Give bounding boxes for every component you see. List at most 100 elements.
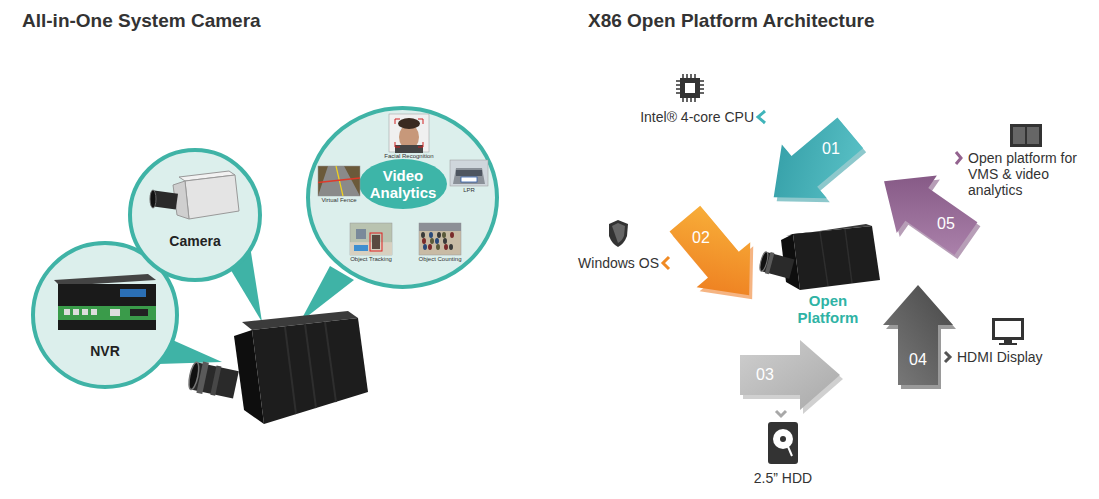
camera-circle-shape	[127, 147, 263, 283]
drawing-part	[398, 118, 420, 129]
drawing-part	[130, 150, 260, 280]
thumbnail-caption: Object Counting	[418, 256, 461, 263]
block-arrow: 03	[733, 318, 848, 433]
drawing-part	[58, 306, 156, 320]
drawing-part	[450, 160, 488, 186]
drawing-part	[883, 285, 953, 385]
drawing-part	[359, 159, 447, 209]
block-arrow: 02	[660, 200, 775, 315]
heading: All-in-One System Camera	[22, 10, 261, 32]
drawing-part	[751, 106, 873, 224]
drawing-part	[91, 309, 97, 315]
drawing-part	[187, 359, 240, 400]
block-arrow-shape	[868, 153, 983, 268]
drawing-part	[372, 235, 380, 249]
drawing-part	[992, 318, 1024, 340]
analytics-thumbnail: Object Counting	[415, 223, 465, 265]
feature-label: HDMI Display	[957, 349, 1043, 365]
drawing-part	[663, 257, 669, 269]
shield-icon	[609, 220, 628, 247]
drawing-part	[395, 145, 423, 153]
drawing-part	[185, 175, 239, 219]
feature-label: Windows OS	[578, 255, 659, 271]
drawing-part	[442, 232, 446, 238]
drawing-part	[437, 232, 441, 238]
block-arrow: 01	[755, 108, 870, 223]
drawing-part	[318, 178, 360, 183]
drawing-part	[150, 190, 156, 208]
drawing-part	[444, 244, 448, 250]
drawing-part	[845, 229, 852, 283]
drawing-part	[419, 223, 461, 255]
drawing-part	[423, 244, 427, 250]
drawing-part	[685, 83, 695, 93]
hdd-icon	[768, 422, 798, 464]
drawing-part	[395, 119, 423, 147]
drawing-part	[356, 229, 366, 239]
drawing-part	[429, 232, 433, 238]
thumbnail-caption: Facial Recognition	[384, 153, 433, 160]
analytics-thumbnail: Facial Recognition	[378, 114, 440, 162]
drawing-part	[210, 365, 221, 395]
heading: X86 Open Platform Architecture	[588, 10, 874, 32]
drawing-part	[740, 340, 840, 410]
drawing-part	[435, 238, 439, 244]
drawing-part	[350, 242, 392, 255]
drawing-part	[786, 442, 792, 456]
camera-illustration	[758, 224, 880, 290]
callout-number: 04	[909, 351, 927, 369]
drawing-part	[1004, 340, 1012, 343]
block-arrow: 04	[861, 278, 976, 393]
camera-illustration	[187, 311, 368, 424]
analytics-thumbnail: LPR	[448, 160, 490, 196]
drawing-part	[612, 223, 625, 243]
drawing-part	[421, 232, 425, 238]
drawing-part	[758, 250, 795, 280]
callout-number: 05	[937, 215, 955, 233]
cpu-icon	[676, 74, 704, 102]
thumbnail-caption: Object Tracking	[350, 256, 392, 263]
monitor-icon	[992, 318, 1024, 345]
drawing-part	[354, 245, 368, 251]
drawing-part	[82, 309, 88, 315]
block-arrow: 05	[868, 153, 983, 268]
drawing-part	[305, 324, 316, 408]
drawing-part	[443, 238, 447, 244]
drawing-part	[768, 422, 798, 464]
drawing-part	[658, 196, 776, 318]
drawing-part	[609, 220, 628, 247]
drawing-part	[234, 330, 264, 424]
drawing-part	[73, 309, 79, 315]
drawing-part	[453, 168, 485, 184]
drawing-part	[450, 232, 454, 238]
drawing-part	[187, 361, 201, 390]
drawing-part	[389, 114, 429, 152]
drawing-part	[308, 108, 497, 287]
drawing-part	[461, 177, 477, 182]
center-label: Video Analytics	[365, 167, 441, 201]
drawing-part	[430, 238, 434, 244]
drawing-part	[64, 309, 70, 315]
analytics-circle: Video AnalyticsFacial RecognitionLPRVirt…	[305, 105, 500, 290]
drawing-part	[1010, 124, 1042, 147]
drawing-part	[110, 309, 120, 316]
drawing-part	[456, 170, 482, 176]
drawing-part	[793, 226, 880, 290]
drawing-part	[956, 152, 961, 164]
drawing-part	[820, 232, 828, 286]
center-label: Open Platform	[788, 292, 868, 326]
block-arrow-shape	[733, 318, 848, 433]
drawing-part	[436, 244, 440, 250]
callout-number: 03	[756, 366, 774, 384]
drawing-part	[864, 153, 986, 268]
drawing-part	[449, 244, 453, 250]
drawing-part	[285, 327, 296, 414]
camera-circle: Camera	[127, 147, 263, 283]
feature-label: Intel® 4-core CPU	[640, 109, 754, 125]
drawing-part	[995, 321, 1021, 337]
analytics-thumbnail: Object Tracking	[347, 223, 395, 265]
drawing-part	[325, 322, 336, 402]
drawing-part	[773, 429, 793, 449]
drawing-part	[130, 309, 148, 316]
